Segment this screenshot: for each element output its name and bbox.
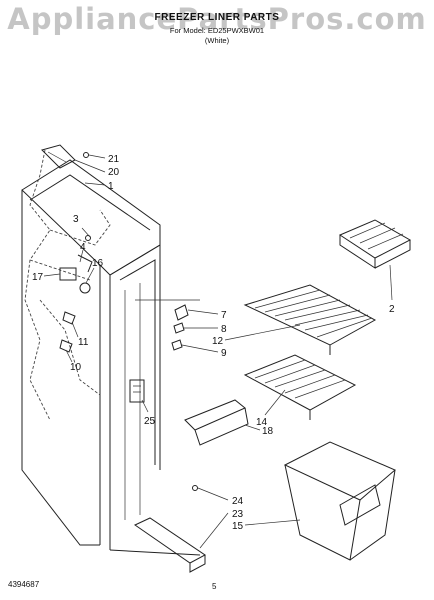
- wire-shelf-lower: [243, 354, 357, 420]
- callout-20: 20: [108, 167, 120, 178]
- top-bracket: [41, 144, 76, 169]
- callout-15: 15: [232, 521, 244, 532]
- watermark: AppliancePartsPros.com: [7, 2, 427, 36]
- liner-clips: [59, 311, 76, 353]
- wire-shelf-upper: [243, 284, 377, 355]
- callout-23: 23: [232, 509, 244, 520]
- model-subtitle: For Model: ED25PWXBW01: [169, 26, 265, 35]
- callout-12: 12: [212, 336, 224, 347]
- screws: [83, 152, 198, 491]
- callout-11: 11: [78, 337, 89, 348]
- bottom-bracket: [133, 517, 206, 573]
- wiring-harness: [24, 149, 111, 421]
- callout-18: 18: [262, 426, 274, 437]
- callout-21: 21: [108, 154, 120, 165]
- callout-14: 14: [256, 417, 268, 428]
- callout-9: 9: [221, 348, 227, 359]
- control-module: [129, 379, 145, 403]
- shelf-supports: [135, 299, 200, 351]
- leader-lines: [43, 154, 393, 549]
- document-number: 4394687: [8, 580, 40, 589]
- shelf-rail: [184, 399, 249, 446]
- callout-2: 2: [389, 304, 395, 315]
- page-number: 5: [212, 582, 217, 591]
- callout-1: 1: [108, 181, 114, 192]
- callout-7: 7: [221, 310, 227, 321]
- callout-4: 4: [80, 242, 86, 253]
- callout-labels: 21 20 1 3 16 4 17 11 10 7 8 12 9 2 14 18…: [32, 154, 395, 532]
- ice-tray: [338, 219, 412, 269]
- callout-25: 25: [144, 416, 156, 427]
- callout-8: 8: [221, 324, 227, 335]
- freezer-liner: [21, 159, 201, 556]
- callout-24: 24: [232, 496, 244, 507]
- diagram-title: FREEZER LINER PARTS: [154, 12, 280, 23]
- callout-16: 16: [92, 258, 104, 269]
- control-parts: [59, 254, 93, 294]
- storage-bin: [283, 441, 396, 561]
- variant-label: (White): [204, 36, 230, 45]
- callout-17: 17: [32, 272, 44, 283]
- callout-3: 3: [73, 214, 79, 225]
- callout-10: 10: [70, 362, 82, 373]
